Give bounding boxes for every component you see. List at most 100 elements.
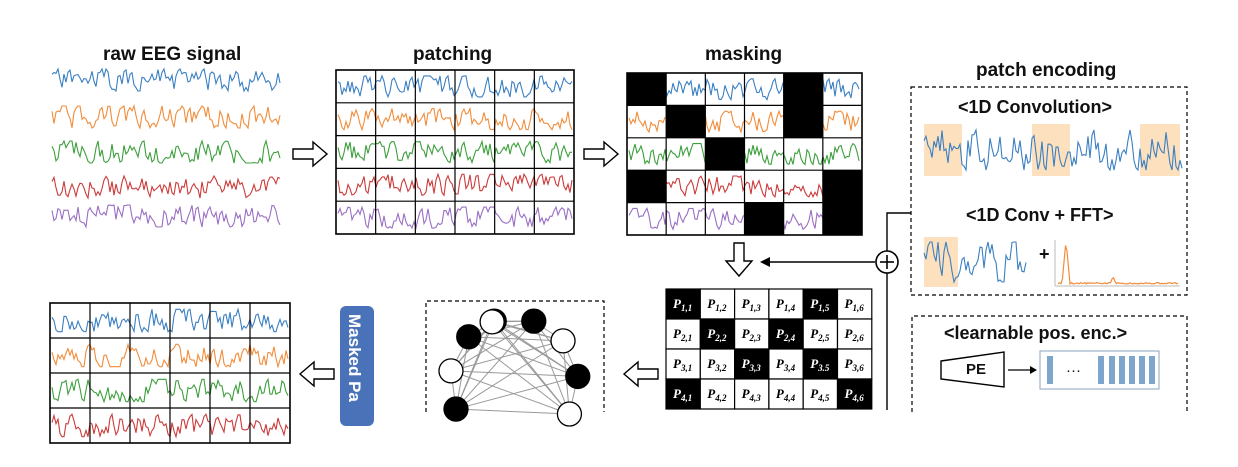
sum-arrow-head bbox=[760, 257, 770, 267]
fft-highlight bbox=[924, 237, 958, 287]
patch-cell bbox=[768, 378, 804, 410]
graph-edge bbox=[455, 340, 564, 410]
output-frame bbox=[49, 302, 291, 444]
masking-mask-block bbox=[822, 170, 862, 203]
raw-trace-3 bbox=[51, 139, 281, 165]
patch-cell bbox=[836, 348, 873, 380]
raw-eeg-traces bbox=[51, 67, 281, 229]
graph-node-7 bbox=[438, 358, 464, 384]
patch-cell-subscript: 1,3 bbox=[750, 303, 762, 313]
masking-mask-block bbox=[627, 73, 667, 106]
patch-encoding-title: patch encoding bbox=[976, 60, 1117, 81]
patching-title: patching bbox=[413, 44, 493, 65]
graph-edge bbox=[491, 321, 579, 377]
hollow-arrow-right bbox=[583, 140, 620, 168]
graph-node-6 bbox=[443, 396, 469, 422]
graph-edge bbox=[455, 408, 570, 415]
graph-node-9 bbox=[479, 309, 505, 335]
masking-mask-block bbox=[666, 105, 706, 138]
graph-edge bbox=[450, 340, 564, 372]
positional-encoding-panel bbox=[911, 315, 1188, 412]
encoding-dashed-frame bbox=[910, 86, 1188, 296]
patch-cell-subscript: 2,2 bbox=[714, 333, 727, 343]
patch-cell-subscript: 3,1 bbox=[680, 363, 692, 373]
hollow-arrow-right bbox=[292, 140, 329, 168]
patch-cell-subscript: 2,1 bbox=[680, 333, 692, 343]
hollow-arrow-left bbox=[622, 360, 659, 388]
patch-cell bbox=[802, 378, 839, 410]
conv-fft-label: <1D Conv + FFT> bbox=[966, 205, 1114, 225]
dots-label: ··· bbox=[1066, 362, 1081, 379]
pos-enc-label: <learnable pos. enc.> bbox=[944, 323, 1128, 343]
graph-node-2 bbox=[521, 308, 547, 334]
graph-edge bbox=[491, 321, 570, 415]
patch-cell-subscript: 3,6 bbox=[851, 363, 864, 373]
pe-bar-6 bbox=[1139, 356, 1145, 384]
posenc-dashed-frame bbox=[911, 315, 1188, 412]
patch-cell-subscript: 4,4 bbox=[783, 393, 796, 403]
masking-mask-block bbox=[783, 105, 823, 138]
patch-encoding-panel bbox=[910, 86, 1188, 296]
patch-cell bbox=[836, 318, 873, 350]
plus-sign: + bbox=[1039, 244, 1050, 264]
graph-edge bbox=[468, 336, 564, 342]
graph-node-4 bbox=[565, 363, 591, 390]
patch-cell-subscript: 2,4 bbox=[783, 333, 796, 343]
pe-arrow-head bbox=[1030, 366, 1037, 374]
patch-cell bbox=[733, 288, 770, 320]
pe-bar-4 bbox=[1119, 356, 1125, 384]
graph-edge bbox=[450, 370, 578, 377]
patch-cell-subscript: 2,6 bbox=[851, 333, 864, 343]
patch-cell bbox=[733, 318, 770, 350]
pe-bar-1 bbox=[1047, 356, 1053, 384]
patch-cell bbox=[802, 288, 839, 320]
raw-trace-4 bbox=[51, 174, 281, 200]
raw-eeg-title: raw EEG signal bbox=[103, 44, 242, 65]
patching-grid bbox=[335, 69, 575, 235]
patch-cell-subscript: 3,4 bbox=[783, 363, 796, 373]
masking-frame bbox=[626, 72, 863, 236]
patch-cell-subscript: 1,6 bbox=[852, 303, 864, 313]
graph-edge bbox=[450, 370, 570, 415]
patch-cell bbox=[733, 378, 770, 410]
graph-edge bbox=[533, 320, 570, 415]
patch-cell-subscript: 3,2 bbox=[714, 363, 727, 373]
patch-cell-subscript: 3,3 bbox=[749, 363, 762, 373]
masking-mask-block bbox=[744, 202, 784, 235]
pe-bar-7 bbox=[1149, 356, 1155, 384]
graph-edge bbox=[455, 321, 493, 410]
patch-cell-subscript: 4,5 bbox=[817, 393, 830, 403]
masking-mask-block bbox=[705, 137, 745, 171]
patch-cell-subscript: 2,5 bbox=[817, 333, 830, 343]
patch-cell bbox=[768, 318, 804, 350]
patch-cell bbox=[699, 378, 736, 410]
masking-mask-block bbox=[627, 170, 667, 203]
patch-cell-subscript: 1,5 bbox=[818, 303, 830, 313]
graph-edge bbox=[468, 336, 578, 377]
patch-cell-subscript: 2,3 bbox=[749, 333, 762, 343]
graph-node-5 bbox=[556, 401, 583, 427]
patch-cell-subscript: 1,4 bbox=[784, 303, 796, 313]
patch-cell bbox=[665, 318, 701, 350]
patch-cell bbox=[836, 378, 873, 410]
graph-edge bbox=[455, 320, 535, 410]
patch-cell-subscript: 3.5 bbox=[817, 363, 830, 373]
patch-cell-subscript: 4,6 bbox=[851, 393, 864, 403]
flow-arrows bbox=[292, 140, 911, 410]
masked-patches-tab: Masked Pa bbox=[340, 306, 374, 426]
graph-edge bbox=[455, 375, 578, 410]
pe-bar-5 bbox=[1129, 356, 1135, 384]
masking-mask-block bbox=[783, 73, 823, 106]
hollow-arrow-down bbox=[724, 242, 754, 278]
conv-label: <1D Convolution> bbox=[958, 97, 1113, 117]
patch-cell bbox=[665, 378, 701, 410]
fft-time-trace bbox=[923, 241, 1027, 284]
conv-trace bbox=[923, 127, 1183, 173]
patch-cell-subscript: 1,1 bbox=[681, 303, 692, 313]
pe-label: PE bbox=[966, 361, 987, 378]
graph-node-8 bbox=[456, 324, 482, 350]
patching-frame bbox=[335, 69, 575, 235]
masking-grid bbox=[626, 72, 863, 236]
